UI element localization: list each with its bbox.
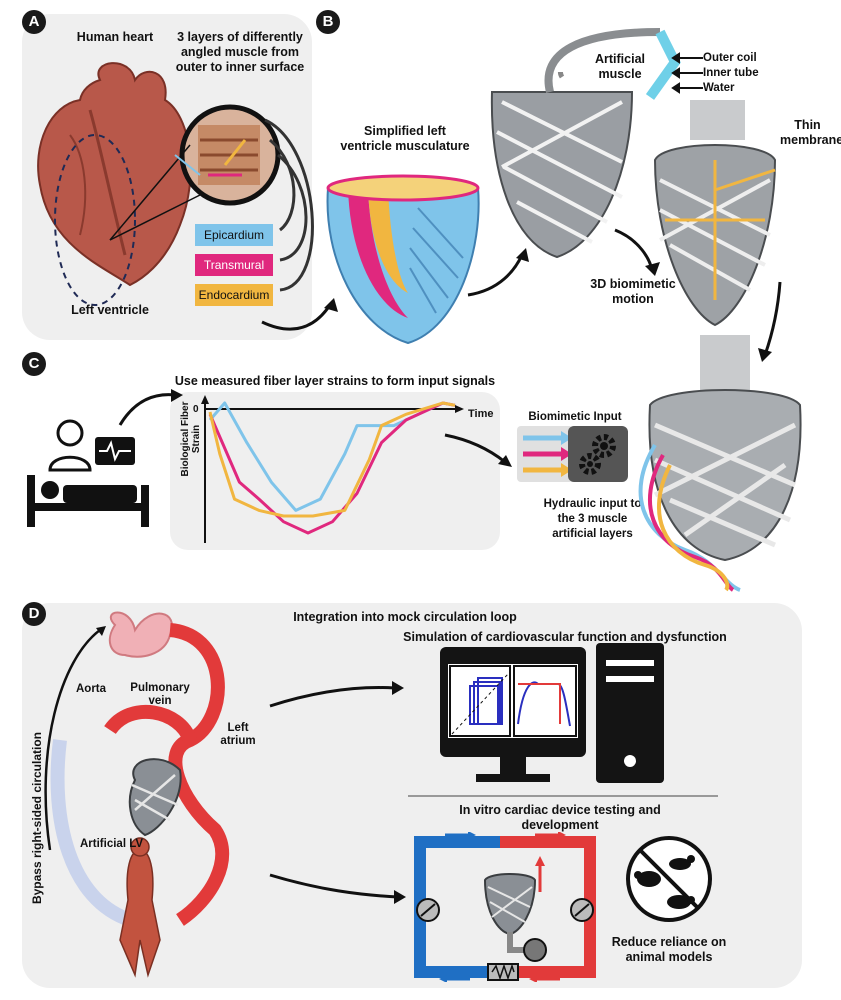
pulmonary-vein-label: Pulmonary vein	[130, 682, 190, 707]
biomimetic-motion-label: 3D biomimetic motion	[590, 277, 676, 306]
strain-line-transmural	[208, 401, 456, 535]
human-heart-label: Human heart	[76, 30, 154, 44]
endocardium-chip: Endocardium	[195, 284, 273, 306]
panel-b-flow-arrows	[261, 228, 782, 362]
aorta-label: Aorta	[76, 683, 107, 695]
mock-loop-diagram	[414, 832, 596, 982]
human-heart-illustration	[37, 62, 314, 306]
coil-arrows	[671, 52, 703, 94]
monitor-base	[476, 774, 550, 782]
simplified-lv-cutaway	[326, 174, 480, 345]
epicardium-chip: Epicardium	[195, 224, 273, 246]
left-ventricle-label: Left ventricle	[71, 303, 149, 317]
biomimetic-input-label: Biomimetic Input	[528, 411, 622, 423]
water-label: Water	[703, 82, 735, 94]
inner-tube-label: Inner tube	[703, 67, 759, 79]
patient-to-chart-arrow	[118, 389, 183, 426]
badge-d: D	[22, 602, 46, 626]
badge-a: A	[22, 10, 46, 34]
reduce-reliance-label: Reduce reliance on animal models	[611, 935, 727, 964]
tower-slot-2	[606, 676, 654, 682]
invitro-label: In vitro cardiac device testing and deve…	[459, 803, 661, 832]
chart-to-input-arrow	[444, 433, 512, 467]
input-arrows	[523, 431, 572, 477]
circulation-illustration	[44, 611, 230, 978]
no-animals-icon	[626, 836, 712, 922]
muscle-tube	[544, 28, 681, 100]
artificial-lv-label: Artificial LV	[80, 838, 144, 850]
gear-box	[568, 426, 628, 482]
artificial-muscle-label: Artificial muscle	[594, 52, 645, 81]
strain-chart	[201, 395, 464, 543]
printed-lv-model	[490, 72, 634, 259]
monitor-plots	[449, 665, 577, 737]
badge-c: C	[22, 352, 46, 376]
layers-caption: 3 layers of differently angled muscle fr…	[175, 30, 305, 74]
actuated-lv-model	[638, 335, 802, 592]
monitor-stand	[500, 757, 526, 775]
panel-c-title: Use measured fiber layer strains to form…	[174, 374, 496, 388]
transmural-chip: Transmural	[195, 254, 273, 276]
patient-icon	[27, 419, 149, 527]
time-axis-label: Time	[468, 408, 494, 420]
simplified-lv-label: Simplified left ventricle musculature	[340, 124, 470, 153]
hydraulic-input-label: Hydraulic input to the 3 muscle artifici…	[543, 498, 642, 540]
panel-d-title: Integration into mock circulation loop	[293, 610, 517, 624]
strain-line-endocardium	[208, 401, 456, 518]
power-button-icon	[624, 755, 636, 767]
thin-membrane-label: Thin membrane	[780, 118, 841, 147]
outer-coil-label: Outer coil	[703, 52, 757, 64]
left-atrium-label: Left atrium	[220, 722, 256, 747]
badge-b: B	[316, 10, 340, 34]
tower-slot-1	[606, 660, 654, 666]
simulation-label: Simulation of cardiovascular function an…	[403, 630, 727, 644]
membrane-lv-model	[653, 100, 777, 327]
zero-tick: 0	[193, 404, 199, 415]
gear-icon	[579, 434, 616, 475]
